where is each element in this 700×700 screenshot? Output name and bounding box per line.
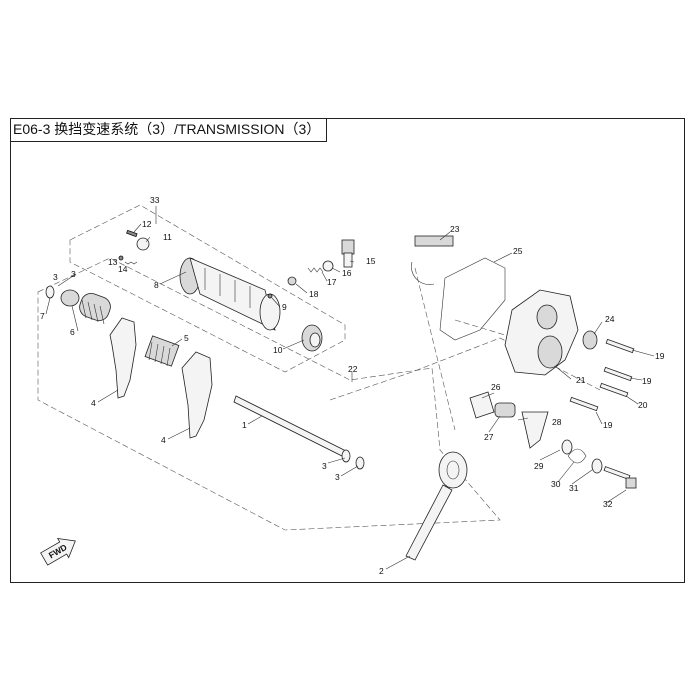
part-27-collar [494, 402, 516, 418]
part-15-stopper-bolt [341, 239, 355, 268]
part-3-ring-b [355, 456, 365, 470]
callout-3: 3 [71, 269, 76, 279]
callout-28: 28 [552, 417, 562, 427]
part-6-bushing [60, 289, 80, 307]
callout-3: 3 [335, 472, 340, 482]
part-20-bolt [599, 382, 629, 398]
callout-7: 7 [40, 311, 45, 321]
leader-lines [45, 206, 655, 570]
callout-25: 25 [513, 246, 523, 256]
callout-30: 30 [551, 479, 561, 489]
callout-17: 17 [327, 277, 337, 287]
part-7-ring [45, 285, 55, 299]
part-25-gasket [439, 257, 506, 341]
callout-12: 12 [142, 219, 152, 229]
page-title: E06-3 换挡变速系统（3）/TRANSMISSION（3） [10, 118, 328, 142]
callout-16: 16 [342, 268, 352, 278]
callout-20: 20 [638, 400, 648, 410]
callout-4: 4 [161, 435, 166, 445]
group-outline-22 [37, 257, 501, 531]
part-16-washer [322, 260, 334, 272]
callout-33: 33 [150, 195, 160, 205]
callout-14: 14 [118, 264, 128, 274]
part-2-shift-arm [405, 451, 468, 561]
callout-13: 13 [108, 257, 118, 267]
callout-27: 27 [484, 432, 494, 442]
part-12-bolt [126, 229, 138, 238]
part-28-segment-gear [521, 411, 549, 449]
part-4-fork-left [109, 317, 137, 399]
callout-24: 24 [605, 314, 615, 324]
callout-1: 1 [242, 420, 247, 430]
part-24-oil-seal [582, 330, 598, 350]
part-1-shift-shaft [233, 395, 349, 459]
callout-32: 32 [603, 499, 613, 509]
part-spring [79, 293, 111, 325]
fwd-arrow: FWD [40, 537, 76, 566]
callout-23: 23 [450, 224, 460, 234]
part-3-ring-a [341, 449, 351, 463]
part-14-spring [124, 261, 138, 265]
part-19-bolt-b [603, 366, 633, 382]
part-31-washer [591, 458, 603, 474]
part-13-pin [118, 255, 124, 261]
callout-19: 19 [603, 420, 613, 430]
callout-26: 26 [491, 382, 501, 392]
part-5-needle-roller [144, 335, 180, 367]
callout-21: 21 [576, 375, 586, 385]
callout-19: 19 [642, 376, 652, 386]
callout-5: 5 [184, 333, 189, 343]
callout-6: 6 [70, 327, 75, 337]
callout-8: 8 [154, 280, 159, 290]
part-19-bolt-a [605, 338, 635, 354]
group-outline-33 [69, 204, 346, 373]
callout-3: 3 [322, 461, 327, 471]
part-9-pin [267, 293, 273, 299]
callout-3: 3 [53, 272, 58, 282]
callout-9: 9 [282, 302, 287, 312]
part-26-bracket [469, 391, 495, 419]
callout-29: 29 [534, 461, 544, 471]
part-17-spring [307, 267, 324, 273]
callout-4: 4 [91, 398, 96, 408]
callout-15: 15 [366, 256, 376, 266]
callout-2: 2 [379, 566, 384, 576]
part-8-shift-drum [179, 257, 281, 331]
part-23-gear-shaft [411, 235, 454, 285]
callout-18: 18 [309, 289, 319, 299]
part-30-spring [567, 448, 587, 464]
callout-19: 19 [655, 351, 665, 361]
callout-10: 10 [273, 345, 283, 355]
part-4-fork-center [181, 351, 213, 439]
part-29-washer [561, 439, 573, 455]
callout-11: 11 [163, 232, 172, 242]
part-11-plate [136, 237, 150, 251]
part-32-bolt [603, 466, 637, 489]
drawing-frame [10, 118, 685, 583]
part-18-ball [287, 276, 297, 286]
part-19-bolt-c [569, 396, 599, 412]
callout-22: 22 [348, 364, 358, 374]
callout-numbers: 1 2 3 3 3 3 4 4 5 6 7 8 9 10 11 12 13 14… [40, 195, 665, 576]
callout-31: 31 [569, 483, 579, 493]
